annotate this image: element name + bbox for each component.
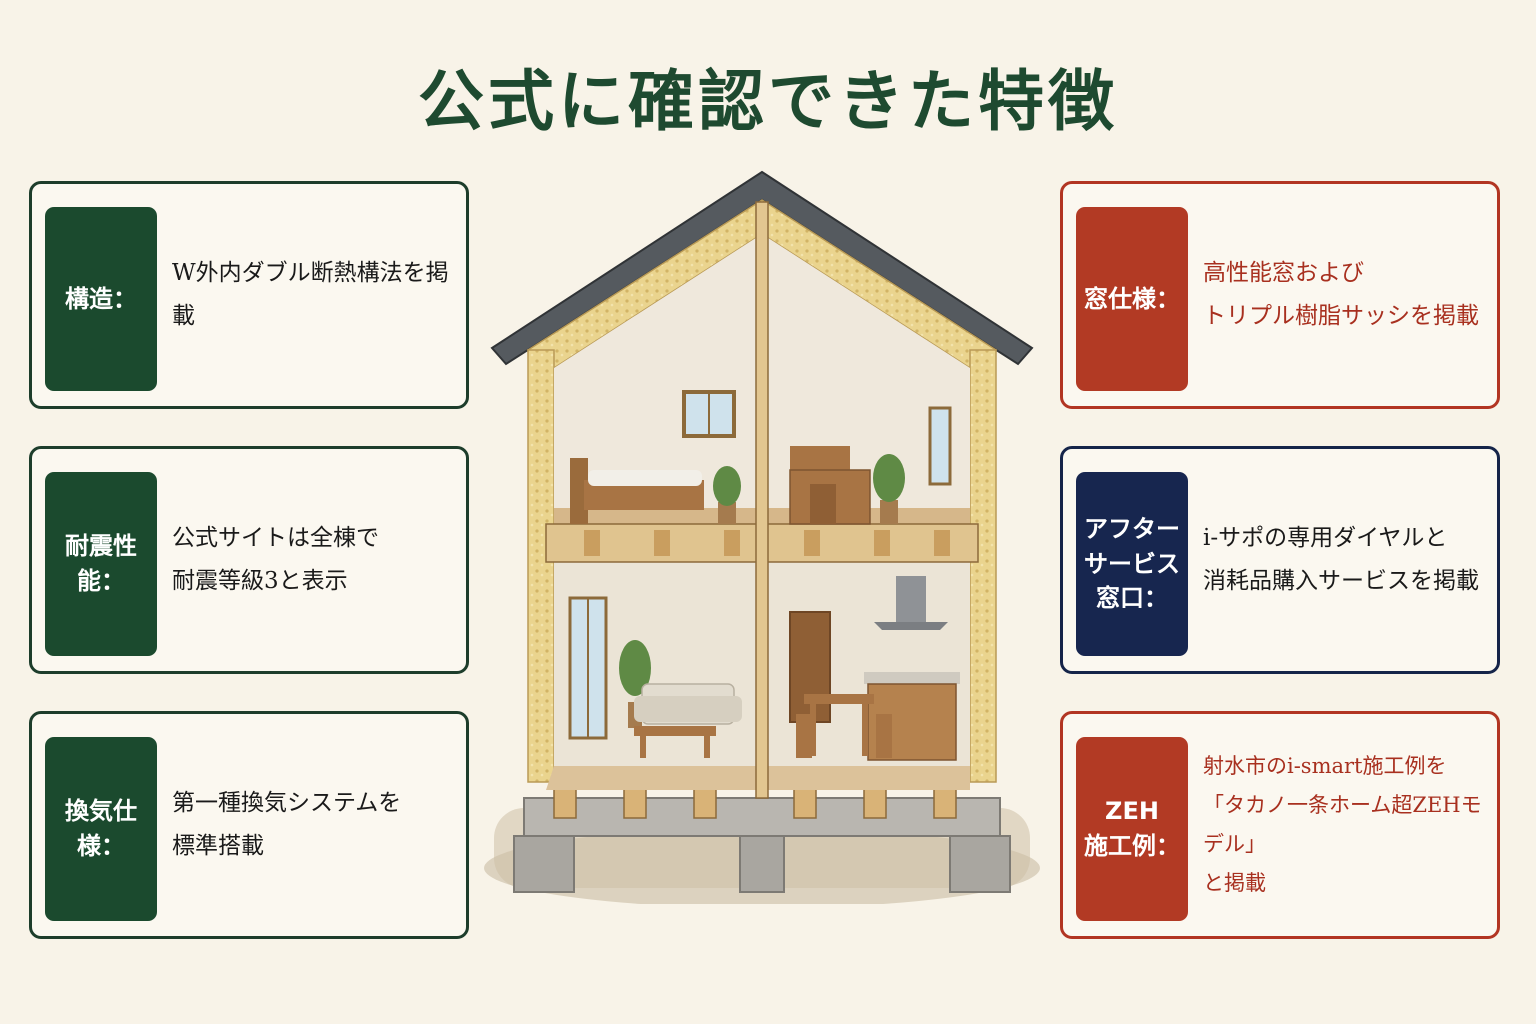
- feature-label: 構造：: [45, 207, 157, 391]
- plant-upper-left: [713, 466, 741, 524]
- window-upper-left: [682, 390, 736, 438]
- feature-label: 窓仕様：: [1076, 207, 1188, 391]
- feature-card-seismic: 耐震性能： 公式サイトは全棟で 耐震等級3と表示: [29, 446, 469, 674]
- feature-description: i-サポの専用ダイヤルと 消耗品購入サービスを掲載: [1203, 525, 1479, 594]
- feature-card-after-service: アフター サービス 窓口： i-サポの専用ダイヤルと 消耗品購入サービスを掲載: [1060, 446, 1500, 674]
- patio-door: [568, 596, 608, 740]
- desk: [789, 446, 871, 525]
- page-title: 公式に確認できた特徴: [418, 62, 1118, 140]
- feature-description: 射水市のi-smart施工例を 「タカノ一条ホーム超ZEHモデル」 と掲載: [1203, 754, 1482, 895]
- feature-card-ventilation: 換気仕様： 第一種換気システムを 標準搭載: [29, 711, 469, 939]
- wall-insulation-left: [527, 349, 555, 783]
- feature-card-structure: 構造： W外内ダブル断熱構法を掲載: [29, 181, 469, 409]
- feature-card-zeh: ZEH 施工例： 射水市のi-smart施工例を 「タカノ一条ホーム超ZEHモデ…: [1060, 711, 1500, 939]
- feature-description: 第一種換気システムを 標準搭載: [172, 790, 402, 859]
- bed: [570, 458, 704, 524]
- feature-description: 高性能窓および トリプル樹脂サッシを掲載: [1203, 260, 1479, 329]
- foundation: [513, 797, 1011, 893]
- feature-label: 耐震性能：: [45, 472, 157, 656]
- floor-joists: [553, 787, 957, 819]
- middle-floor-joists: [584, 530, 950, 556]
- feature-label: アフター サービス 窓口：: [1076, 472, 1188, 656]
- feature-label: 換気仕様：: [45, 737, 157, 921]
- wall-insulation-right: [969, 349, 997, 783]
- feature-description: 公式サイトは全棟で 耐震等級3と表示: [172, 525, 379, 594]
- feature-description: W外内ダブル断熱構法を掲載: [172, 260, 449, 329]
- center-column: [755, 201, 769, 799]
- feature-card-windows: 窓仕様： 高性能窓および トリプル樹脂サッシを掲載: [1060, 181, 1500, 409]
- window-upper-right: [928, 406, 952, 486]
- coffee-table: [634, 726, 716, 758]
- plant-upper-right: [873, 454, 905, 524]
- sofa: [634, 683, 742, 725]
- dining-set: [796, 694, 892, 758]
- feature-label: ZEH 施工例：: [1076, 737, 1188, 921]
- house-cross-section-illustration: [484, 170, 1040, 904]
- range-hood: [874, 576, 948, 630]
